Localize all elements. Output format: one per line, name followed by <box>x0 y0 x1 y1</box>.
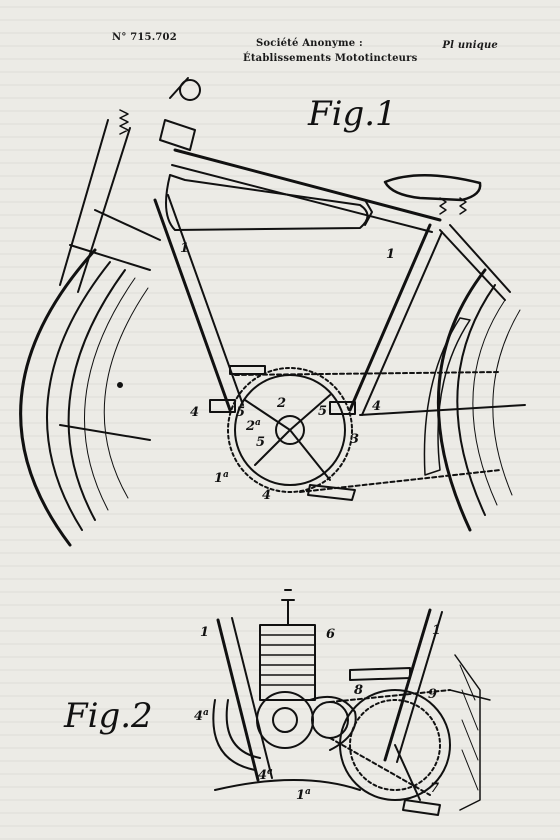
fig2-label-7: 7 <box>430 781 439 796</box>
label-1a: 1a <box>214 470 229 486</box>
label-4-bottom: 4 <box>262 488 271 503</box>
label-5-lower: 5 <box>256 435 265 450</box>
plate-label: Pl unique <box>442 40 498 51</box>
label-4-left: 4 <box>190 405 199 420</box>
fig2-label-1-right: 1 <box>432 623 441 638</box>
fig2-label-9: 9 <box>428 687 437 702</box>
fig2-label-8: 8 <box>354 683 363 698</box>
label-4-right: 4 <box>372 399 381 414</box>
fig2-label-1-left: 1 <box>200 625 209 640</box>
figure-1-title: Fig.1 <box>308 94 397 134</box>
label-1-rear: 1 <box>386 247 395 262</box>
label-2a: 2a <box>245 418 261 434</box>
label-1-front: 1 <box>180 241 189 256</box>
label-3: 3 <box>350 432 359 447</box>
fig2-label-4a-upper: 4a <box>194 708 209 724</box>
company-name-line2: Établissements Mototincteurs <box>243 53 418 64</box>
fig2-label-6: 6 <box>326 627 335 642</box>
patent-number: N° 715.702 <box>112 32 177 43</box>
fig2-label-1a: 1a <box>296 787 311 803</box>
label-5-right: 5 <box>318 404 327 419</box>
figure-2-title: Fig.2 <box>64 696 153 736</box>
label-2-upper: 2 <box>276 396 286 411</box>
label-5-left: 5 <box>236 405 245 420</box>
fig2-label-4a-lower: 4a <box>258 767 273 783</box>
company-name-line1: Société Anonyme : <box>256 38 363 49</box>
